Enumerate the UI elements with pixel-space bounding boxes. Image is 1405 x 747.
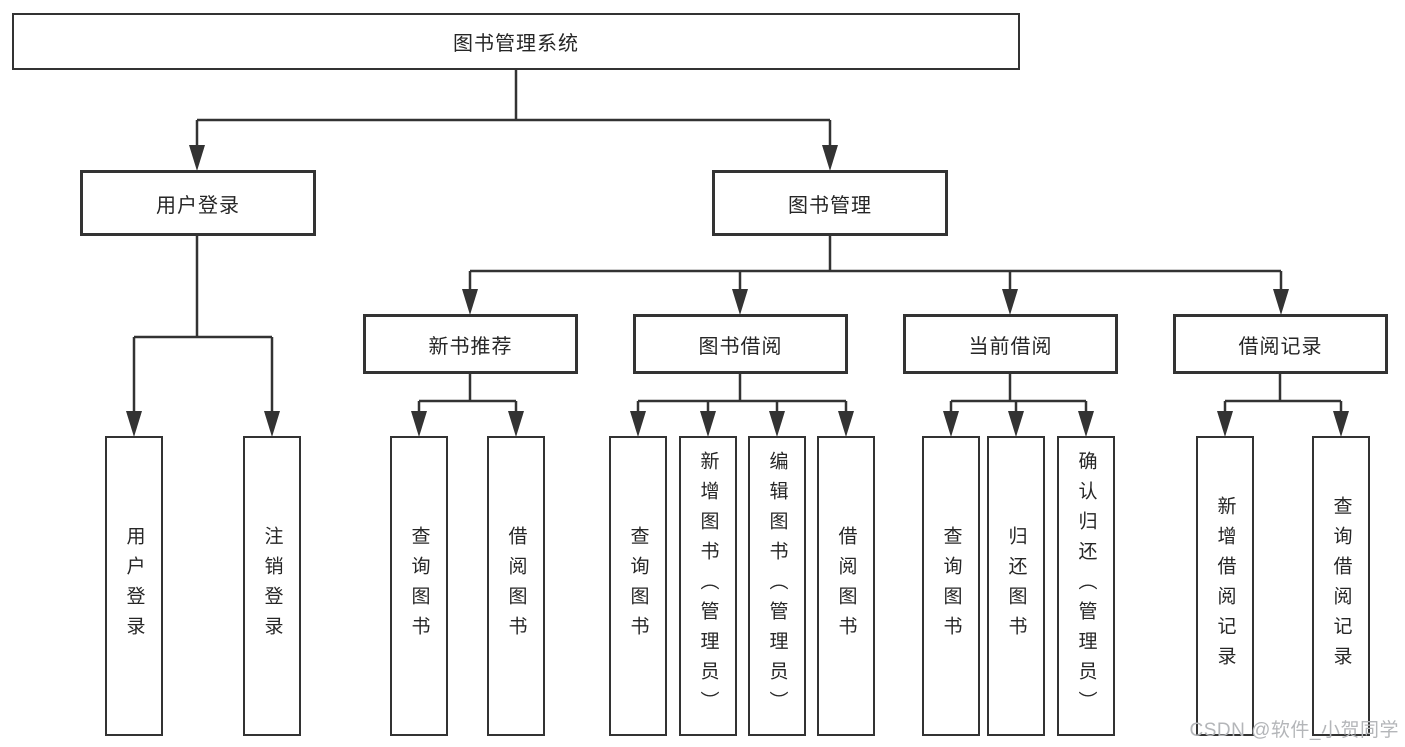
leaf-return-book-label: 归还图书 xyxy=(1005,526,1027,646)
leaf-query-book-current: 查询图书 xyxy=(922,436,980,736)
connector-book-management-branch xyxy=(462,236,1289,315)
node-book-management: 图书管理 xyxy=(712,170,948,236)
connector-book-borrow-branch xyxy=(630,374,854,437)
leaf-edit-book-admin: 编辑图书（管理员） xyxy=(748,436,806,736)
leaf-borrow-book-recommend-label: 借阅图书 xyxy=(505,526,527,646)
leaf-query-book-borrow: 查询图书 xyxy=(609,436,667,736)
leaf-add-borrow-record: 新增借阅记录 xyxy=(1196,436,1254,736)
node-new-book-recommend-label: 新书推荐 xyxy=(428,335,513,358)
leaf-confirm-return-admin-label: 确认归还（管理员） xyxy=(1075,451,1097,721)
leaf-query-book-current-label: 查询图书 xyxy=(940,526,962,646)
leaf-borrow-book-recommend: 借阅图书 xyxy=(487,436,545,736)
node-book-management-label: 图书管理 xyxy=(788,194,872,217)
leaf-user-login: 用户登录 xyxy=(105,436,163,736)
leaf-logout-label: 注销登录 xyxy=(261,526,283,646)
leaf-user-login-label: 用户登录 xyxy=(123,526,145,646)
connector-borrow-record-branch xyxy=(1217,374,1349,437)
node-user-login: 用户登录 xyxy=(80,170,316,236)
node-book-borrow: 图书借阅 xyxy=(633,314,848,374)
connector-new-book-branch xyxy=(411,374,524,437)
csdn-watermark: CSDN @软件_小贺同学 xyxy=(1189,720,1399,741)
leaf-return-book: 归还图书 xyxy=(987,436,1045,736)
node-root-label: 图书管理系统 xyxy=(453,33,579,55)
leaf-add-borrow-record-label: 新增借阅记录 xyxy=(1214,496,1236,676)
connector-user-login-branch xyxy=(126,236,280,437)
leaf-add-book-admin-label: 新增图书（管理员） xyxy=(697,451,719,721)
leaf-query-book-recommend: 查询图书 xyxy=(390,436,448,736)
connector-root-to-level2 xyxy=(189,70,838,171)
leaf-query-book-recommend-label: 查询图书 xyxy=(408,526,430,646)
leaf-borrow-book: 借阅图书 xyxy=(817,436,875,736)
node-new-book-recommend: 新书推荐 xyxy=(363,314,578,374)
node-current-borrow-label: 当前借阅 xyxy=(968,335,1053,358)
node-root: 图书管理系统 xyxy=(12,13,1020,70)
leaf-confirm-return-admin: 确认归还（管理员） xyxy=(1057,436,1115,736)
leaf-edit-book-admin-label: 编辑图书（管理员） xyxy=(766,451,788,721)
leaf-query-book-borrow-label: 查询图书 xyxy=(627,526,649,646)
node-user-login-label: 用户登录 xyxy=(156,194,240,217)
leaf-logout: 注销登录 xyxy=(243,436,301,736)
leaf-add-book-admin: 新增图书（管理员） xyxy=(679,436,737,736)
node-current-borrow: 当前借阅 xyxy=(903,314,1118,374)
node-book-borrow-label: 图书借阅 xyxy=(698,335,783,358)
leaf-query-borrow-record-label: 查询借阅记录 xyxy=(1330,496,1352,676)
connector-current-borrow-branch xyxy=(943,374,1094,437)
leaf-borrow-book-label: 借阅图书 xyxy=(835,526,857,646)
node-borrow-record: 借阅记录 xyxy=(1173,314,1388,374)
node-borrow-record-label: 借阅记录 xyxy=(1238,335,1323,358)
leaf-query-borrow-record: 查询借阅记录 xyxy=(1312,436,1370,736)
